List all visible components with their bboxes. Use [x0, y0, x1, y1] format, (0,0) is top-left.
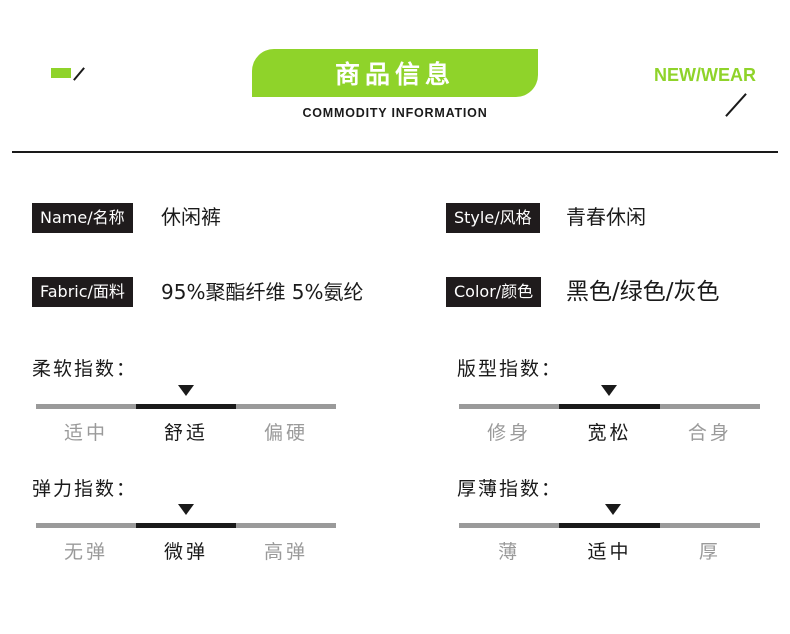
- scale-segment: [36, 404, 136, 409]
- brand-text: NEW/WEAR: [654, 65, 756, 85]
- scale-option: 厚: [698, 541, 721, 563]
- scale-track: [459, 523, 760, 528]
- scale-segment: [559, 404, 660, 409]
- section-title: 商品信息: [252, 49, 538, 97]
- scale-segment: [659, 404, 760, 409]
- scale-option: 修身: [487, 422, 532, 444]
- scale-track: [36, 404, 336, 409]
- elasticity-scale: 无弹 微弹 高弹: [36, 504, 336, 564]
- scale-option: 偏硬: [263, 422, 308, 444]
- scale-options: 修身 宽松 合身: [459, 418, 760, 445]
- color-label: Color/颜色: [446, 277, 542, 307]
- scale-option: 高弹: [263, 541, 308, 563]
- thickness-title: 厚薄指数：: [457, 478, 563, 500]
- indicator-arrow-icon: [601, 385, 617, 396]
- decorative-bar: [51, 68, 71, 78]
- scale-option: 舒适: [163, 422, 208, 444]
- section-subtitle: COMMODITY INFORMATION: [302, 106, 488, 120]
- marker-row: [36, 385, 336, 397]
- indicator-arrow-icon: [178, 504, 194, 515]
- marker-row: [459, 385, 760, 397]
- scale-segment: [236, 404, 336, 409]
- scale-segment: [659, 523, 760, 528]
- decorative-slash-large: [725, 93, 747, 117]
- style-value: 青春休闲: [566, 205, 646, 229]
- scale-segment: [136, 523, 236, 528]
- scale-option: 适中: [587, 541, 632, 563]
- scale-segment: [36, 523, 136, 528]
- fit-title: 版型指数：: [457, 358, 563, 380]
- name-label: Name/名称: [32, 203, 133, 233]
- fit-scale: 修身 宽松 合身: [459, 385, 760, 445]
- indicator-arrow-icon: [178, 385, 194, 396]
- decorative-slash: [73, 67, 85, 81]
- scale-segment: [459, 404, 560, 409]
- softness-title: 柔软指数：: [32, 358, 138, 380]
- scale-option: 适中: [63, 422, 108, 444]
- scale-track: [459, 404, 760, 409]
- scale-options: 适中 舒适 偏硬: [36, 418, 336, 445]
- fabric-value: 95%聚酯纤维 5%氨纶: [161, 280, 364, 304]
- scale-segment: [459, 523, 560, 528]
- scale-segment: [136, 404, 236, 409]
- scale-option: 无弹: [63, 541, 108, 563]
- scale-option: 薄: [498, 541, 521, 563]
- scale-options: 无弹 微弹 高弹: [36, 537, 336, 564]
- fabric-label: Fabric/面料: [32, 277, 133, 307]
- scale-options: 薄 适中 厚: [459, 537, 760, 564]
- style-label: Style/风格: [446, 203, 540, 233]
- scale-track: [36, 523, 336, 528]
- scale-option: 合身: [687, 422, 732, 444]
- header-divider: [12, 151, 778, 153]
- softness-scale: 适中 舒适 偏硬: [36, 385, 336, 445]
- scale-segment: [559, 523, 660, 528]
- elasticity-title: 弹力指数：: [32, 478, 138, 500]
- indicator-arrow-icon: [605, 504, 621, 515]
- color-value: 黑色/绿色/灰色: [566, 279, 720, 305]
- name-value: 休闲裤: [161, 205, 221, 229]
- marker-row: [36, 504, 336, 516]
- scale-option: 宽松: [587, 422, 632, 444]
- scale-segment: [236, 523, 336, 528]
- marker-row: [459, 504, 760, 516]
- scale-option: 微弹: [163, 541, 208, 563]
- thickness-scale: 薄 适中 厚: [459, 504, 760, 564]
